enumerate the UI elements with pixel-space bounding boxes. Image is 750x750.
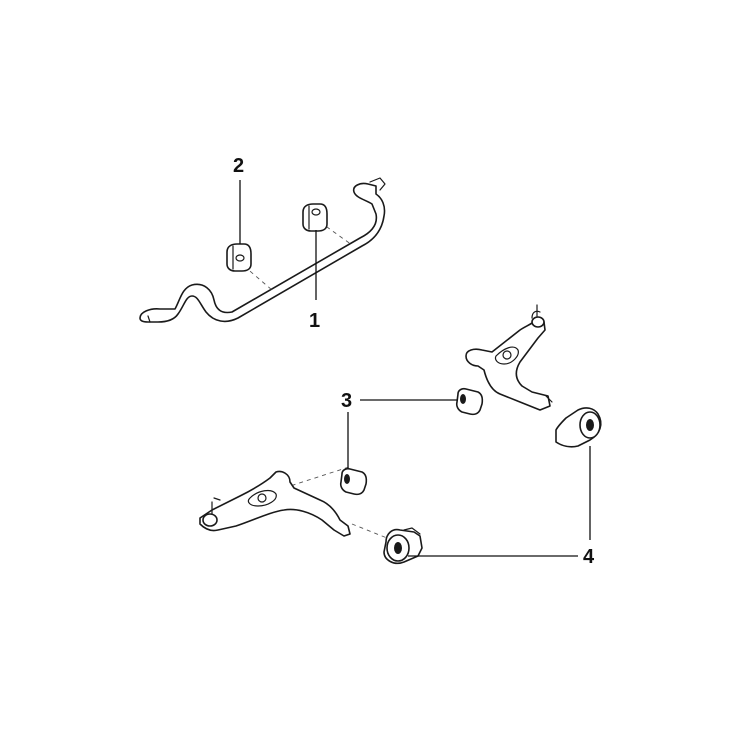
- callout-2: 2: [233, 155, 244, 177]
- assembly-line-rear-bushing: [351, 523, 393, 541]
- assembly-line-bushing-2: [243, 265, 273, 291]
- control-arm-bushing-right: [555, 407, 602, 448]
- control-arm-right: [465, 304, 553, 411]
- assembly-line-bushing-1: [319, 221, 353, 246]
- stabilizer-bushing-1: [302, 203, 328, 232]
- assembly-line-front-bushing: [283, 465, 353, 489]
- stabilizer-bar: [139, 177, 386, 323]
- control-arm-bushing-left: [383, 527, 423, 565]
- stabilizer-bushing-2: [226, 243, 252, 272]
- callout-4: 4: [583, 546, 595, 568]
- control-arm-bushing-front-left: [339, 467, 368, 496]
- callout-1: 1: [309, 310, 320, 332]
- control-arm-left: [199, 470, 351, 537]
- control-arm-bushing-front-right: [455, 387, 484, 416]
- callout-3: 3: [341, 390, 352, 412]
